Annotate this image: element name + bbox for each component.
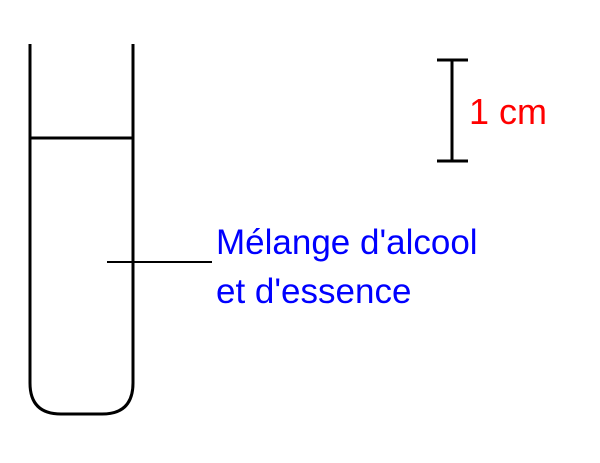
annotation-line-2: et d'essence	[216, 272, 411, 311]
scale-bar	[437, 58, 468, 163]
scale-bar-label: 1 cm	[469, 91, 547, 132]
test-tube-outline	[28, 44, 135, 416]
annotation-line-1: Mélange d'alcool	[216, 223, 478, 262]
